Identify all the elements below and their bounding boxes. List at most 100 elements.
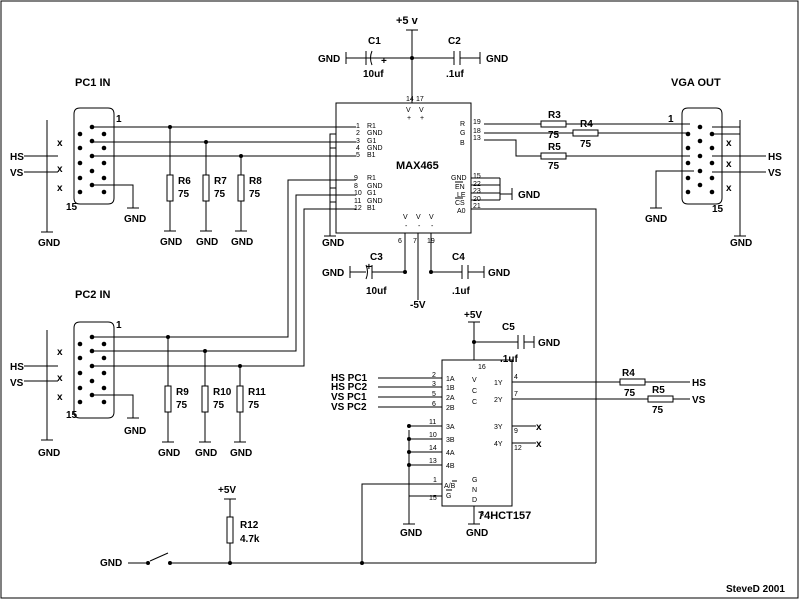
r4b-resistor [619,378,646,386]
pin-name: GND [367,183,383,190]
vs-out-label: VS [692,395,706,406]
pin-dot [89,168,95,174]
r3-label: R3 [548,110,561,121]
pin-name: B1 [367,205,376,212]
pin-dot [101,145,107,151]
r12-wires [224,498,236,563]
gnd-label: GND [230,448,252,459]
r3-resistor [540,120,567,128]
terminator-label: R7 [214,176,227,187]
pin-dot [101,385,107,391]
max465-right-pins: R G B 19 18 13 GND EN LE CS A0 15 22 23 … [451,119,481,215]
junction [410,56,414,60]
pin-dot [101,160,107,166]
c1-value: 10uf [363,69,384,80]
terminator-label: R6 [178,176,191,187]
terminator-wire [200,142,212,232]
pin-dot [77,385,83,391]
vga-dsub-shell [681,107,723,205]
max465-left-pins-a: 1 2 3 4 5 R1 GND G1 GND B1 [356,123,383,159]
pin: 10 [354,190,362,197]
pc1-hs-label: HS [10,152,24,163]
pc1-dsub-shell [73,107,115,205]
pin: 13 [473,135,481,142]
pin-name: G1 [367,190,376,197]
pin-dot [101,189,107,195]
neg5-label: -5V [410,300,426,311]
pin: 2 [356,130,360,137]
pin-name: GND [367,145,383,152]
pin-name: 1A [446,376,455,383]
pin: 4 [514,374,518,381]
vga-hs-label: HS [768,152,782,163]
hct157-label: 74HCT157 [478,510,531,522]
terminator-value: 75 [248,400,260,411]
junction [360,561,364,565]
r4b-value: 75 [624,388,636,399]
terminator-resistor [237,174,245,202]
pin-name: 4A [446,450,455,457]
r5-label: R5 [548,142,561,153]
vga-shield-gnd [712,120,746,237]
pin: 9 [354,175,358,182]
terminator-resistor [164,385,172,413]
x-mark: x [57,392,63,403]
r12-resistor [226,516,234,544]
gnd-letter: N [472,487,477,494]
c3-value: 10uf [366,286,387,297]
pc2-dsub-shell [73,321,115,419]
r5-resistor [540,152,567,160]
r5b-label: R5 [652,385,665,396]
pin-dot [77,175,83,181]
pin-name: G [460,130,465,137]
switch-contact [168,561,172,565]
pin-dot [709,160,715,166]
gnd-label: GND [488,268,510,279]
pin: 19 [473,119,481,126]
max465-pin-7: 7 [413,238,417,245]
terminator-resistor [202,174,210,202]
pin-dot [101,131,107,137]
pin-name: 2B [446,405,455,412]
pin-dot [77,131,83,137]
terminator-value: 75 [213,400,225,411]
gnd-letter: G [472,477,477,484]
pin-dot [77,355,83,361]
gnd-label: GND [160,237,182,248]
hct157-pin1: 1 [433,477,437,484]
pc2-gnd [92,394,139,419]
c2-label: C2 [448,36,461,47]
vga-title: VGA OUT [671,77,721,89]
vplus-sign-1: + [407,115,411,122]
r12-vcc-label: +5V [218,485,236,496]
r4-value: 75 [580,139,592,150]
c1-gnd-wire [345,52,366,64]
pin: 21 [473,203,481,210]
vminus-sign-3: - [431,223,434,230]
c5-label: C5 [502,322,515,333]
gnd-label: GND [231,237,253,248]
c4-value: .1uf [452,286,470,297]
pin: 7 [514,391,518,398]
terminator-value: 75 [178,189,190,200]
pc2-pins [77,334,107,405]
pc1-shield-gnd [41,120,53,233]
input-net-label: VS PC2 [331,402,367,413]
vga-vs-label: VS [768,168,782,179]
x-mark: x [726,183,732,194]
c3-label: C3 [370,252,383,263]
r5b-resistor [647,395,674,403]
pin-name: EN [455,184,465,191]
select-switch[interactable] [149,552,169,562]
pin-name: B [460,140,465,147]
pin: 6 [432,401,436,408]
pin: 13 [429,458,437,465]
gnd-label: GND [322,268,344,279]
pin: 12 [354,205,362,212]
pin-dot [685,145,691,151]
pin-dot [697,153,703,159]
pin-dot [77,189,83,195]
vminus-sign-2: - [418,223,421,230]
